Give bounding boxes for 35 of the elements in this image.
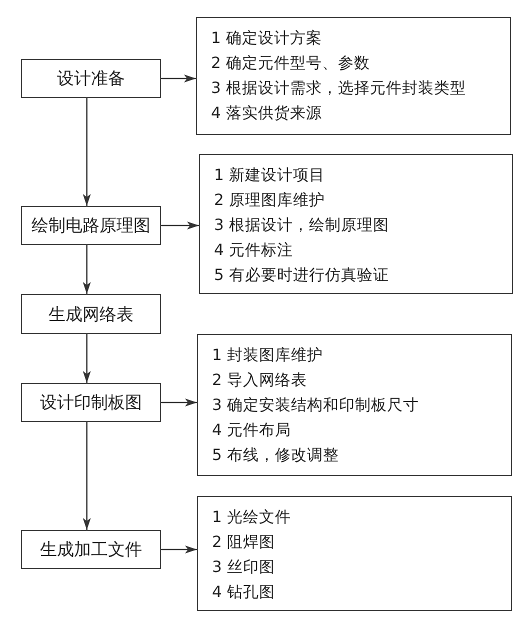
list-item: 2 确定元件型号、参数 xyxy=(211,53,370,74)
list-item: 3 丝印图 xyxy=(212,557,275,578)
arrow xyxy=(82,334,91,383)
arrow xyxy=(161,398,197,406)
arrow xyxy=(82,245,91,294)
list-item: 3 根据设计，绘制原理图 xyxy=(214,215,389,236)
arrow xyxy=(161,546,197,554)
process-box: 设计准备 xyxy=(21,59,161,98)
task-list-box xyxy=(197,496,512,611)
process-box: 生成网络表 xyxy=(21,294,161,334)
list-item: 3 确定安装结构和印制板尺寸 xyxy=(212,395,419,416)
list-item: 4 元件标注 xyxy=(214,240,293,261)
list-item: 4 落实供货来源 xyxy=(211,103,322,124)
list-item: 5 有必要时进行仿真验证 xyxy=(214,265,389,286)
list-item: 2 阻焊图 xyxy=(212,532,275,553)
task-list-box xyxy=(197,334,512,476)
list-item: 4 元件布局 xyxy=(212,420,291,441)
process-box: 绘制电路原理图 xyxy=(21,206,161,245)
arrow xyxy=(161,74,196,82)
list-item: 1 确定设计方案 xyxy=(211,28,322,49)
list-item: 4 钻孔图 xyxy=(212,582,275,603)
process-box: 生成加工文件 xyxy=(21,530,161,569)
list-item: 1 光绘文件 xyxy=(212,507,291,528)
list-item: 3 根据设计需求，选择元件封装类型 xyxy=(211,78,466,99)
list-item: 1 新建设计项目 xyxy=(214,165,325,186)
task-list-box xyxy=(199,154,513,294)
list-item: 1 封装图库维护 xyxy=(212,345,323,366)
list-item: 5 布线，修改调整 xyxy=(212,445,339,466)
arrow xyxy=(82,98,91,206)
arrow xyxy=(161,222,199,230)
process-box: 设计印制板图 xyxy=(21,383,161,422)
task-list-box xyxy=(196,17,511,135)
list-item: 2 导入网络表 xyxy=(212,370,307,391)
arrow xyxy=(82,422,91,530)
list-item: 2 原理图库维护 xyxy=(214,190,325,211)
